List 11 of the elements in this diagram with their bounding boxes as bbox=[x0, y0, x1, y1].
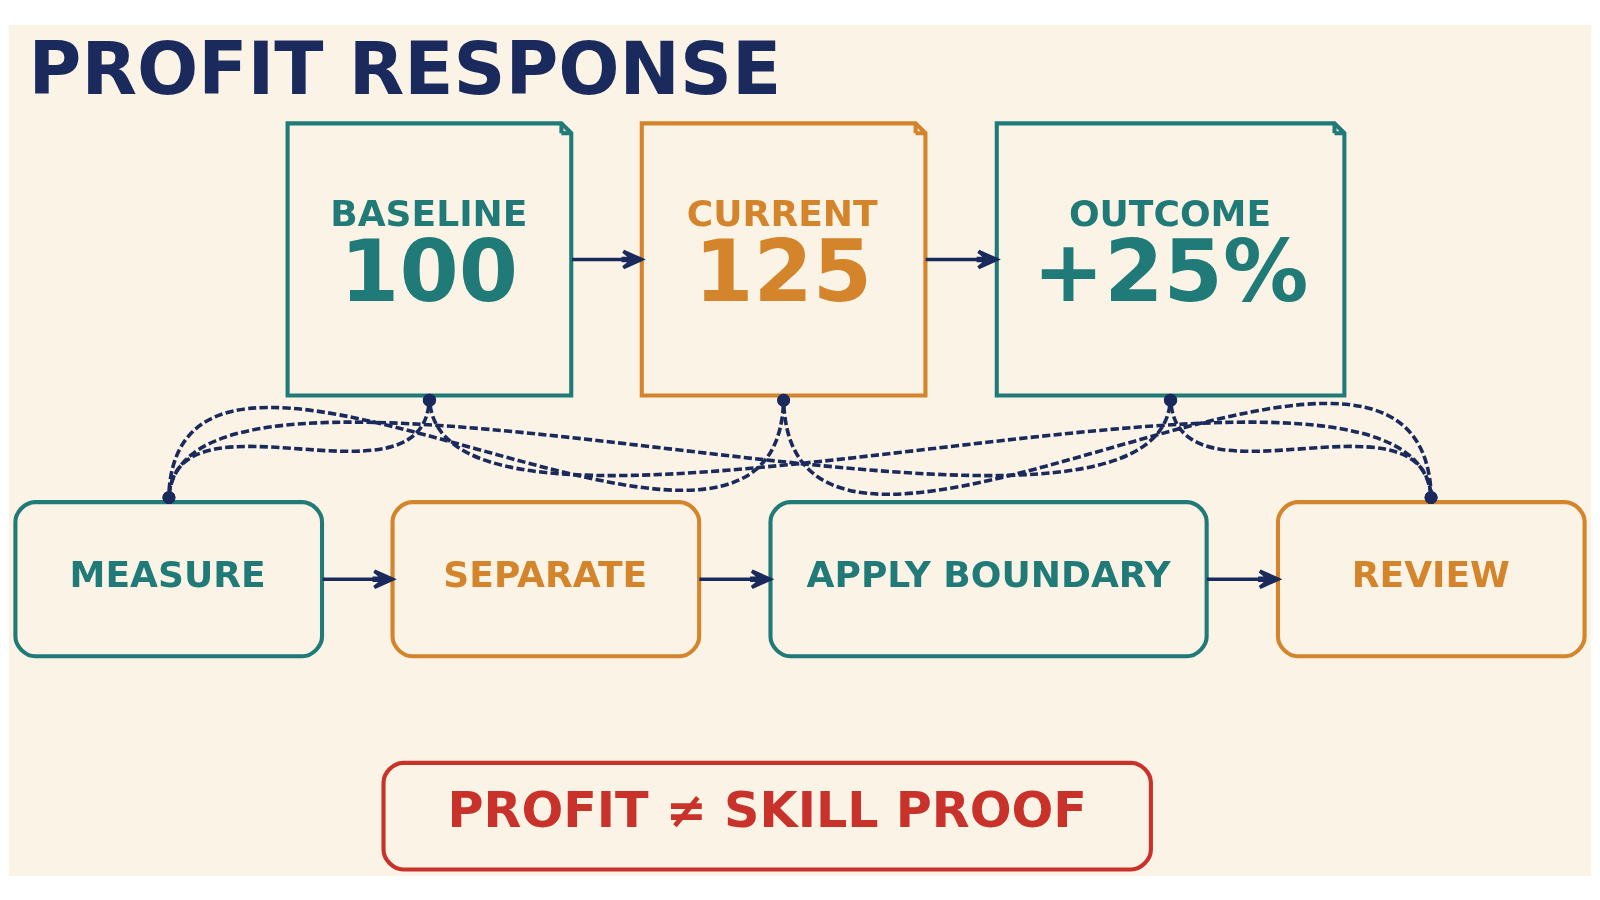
arrow bbox=[1206, 568, 1280, 589]
node-box: REVIEW bbox=[1275, 499, 1587, 658]
node-box: MEASURE bbox=[13, 499, 325, 658]
node-box: PROFIT ≠ SKILL PROOF bbox=[381, 760, 1153, 871]
node-box: SEPARATE bbox=[390, 499, 702, 658]
arrow bbox=[925, 249, 999, 269]
arrow bbox=[322, 568, 395, 589]
arrow bbox=[699, 568, 772, 589]
diagram-title: PROFIT RESPONSE bbox=[28, 26, 782, 111]
node-box: APPLY BOUNDARY bbox=[768, 499, 1209, 658]
arrow bbox=[571, 249, 644, 269]
